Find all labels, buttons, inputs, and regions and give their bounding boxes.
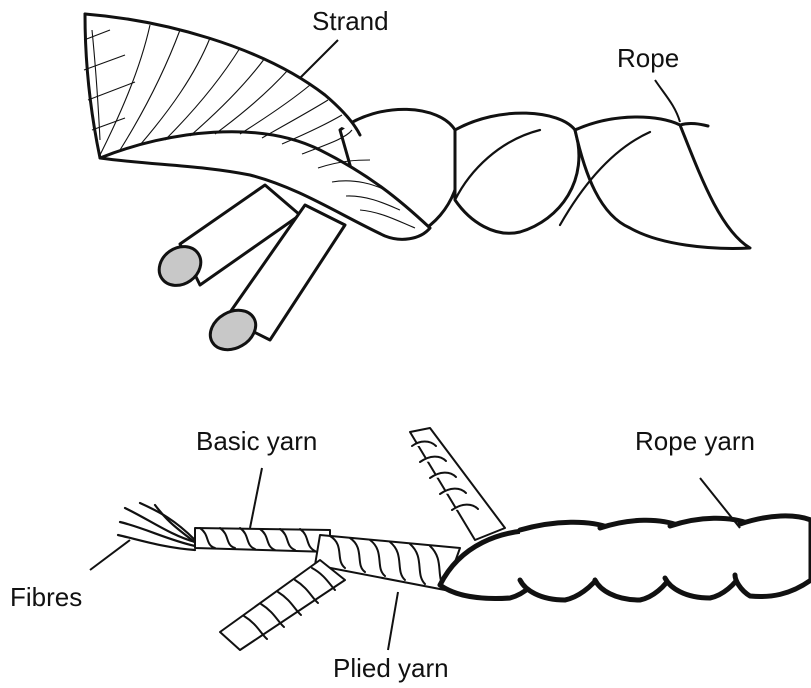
fibres — [118, 503, 198, 550]
plied-yarn-label: Plied yarn — [333, 655, 449, 681]
basic-yarn — [195, 528, 330, 552]
rope-leader-line — [655, 80, 680, 122]
plied-yarn-branch — [220, 560, 345, 650]
rope-yarn-label: Rope yarn — [635, 428, 755, 454]
rope-strand-lower-left — [152, 185, 345, 358]
basic-yarn-leader-line — [250, 468, 262, 528]
fibres-label: Fibres — [10, 584, 82, 610]
strand-leader-line — [300, 40, 338, 78]
rope-yarn-branch — [410, 428, 505, 540]
basic-yarn-label: Basic yarn — [196, 428, 317, 454]
fibres-leader-line — [90, 540, 130, 570]
yarn-construction-illustration — [90, 428, 811, 650]
plied-yarn-leader-line — [388, 592, 398, 650]
strand-label: Strand — [312, 8, 389, 34]
rope-label: Rope — [617, 45, 679, 71]
